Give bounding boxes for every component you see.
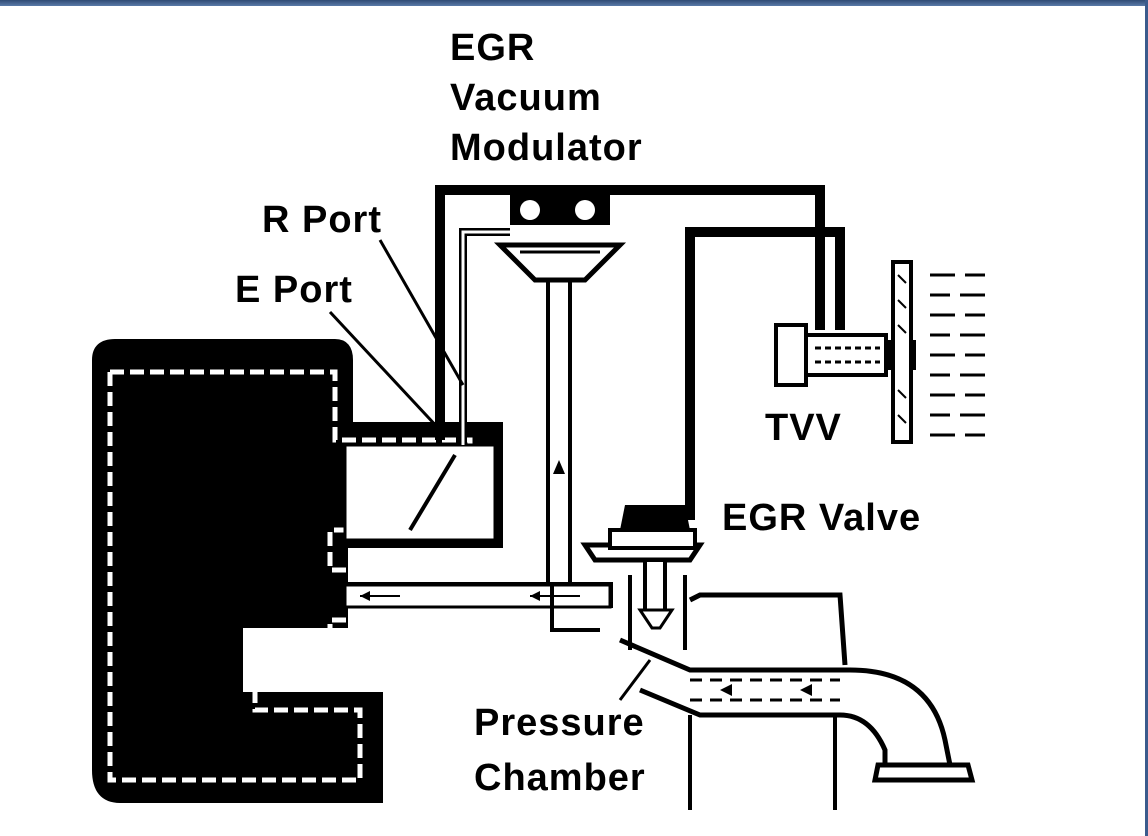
thermo-vacuum-valve [774,260,916,444]
vacuum-hoses [435,185,845,632]
r-port-leader [378,239,465,386]
intake-manifold [92,339,613,803]
label-egr-valve: EGR Valve [722,497,921,539]
label-pressure-1: Pressure [474,702,645,744]
leader-lines [328,239,652,701]
label-modulator-3: Modulator [450,127,643,169]
throttle-plate [408,453,457,532]
egr-vacuum-modulator [493,185,627,283]
label-e-port: E Port [235,269,353,311]
exhaust-passage [343,583,612,609]
pressure-chamber-leader [618,659,652,701]
label-pressure-2: Chamber [474,757,646,799]
label-r-port: R Port [262,199,382,241]
window-top-border [0,0,1148,6]
exhaust-pipe [619,592,976,810]
e-port-leader [328,310,442,432]
label-tvv: TVV [765,407,842,449]
egr-valve [580,505,705,650]
label-modulator-1: EGR [450,27,535,69]
window-right-border [1145,0,1148,836]
coolant-marks [930,273,985,437]
label-modulator-2: Vacuum [450,77,602,119]
